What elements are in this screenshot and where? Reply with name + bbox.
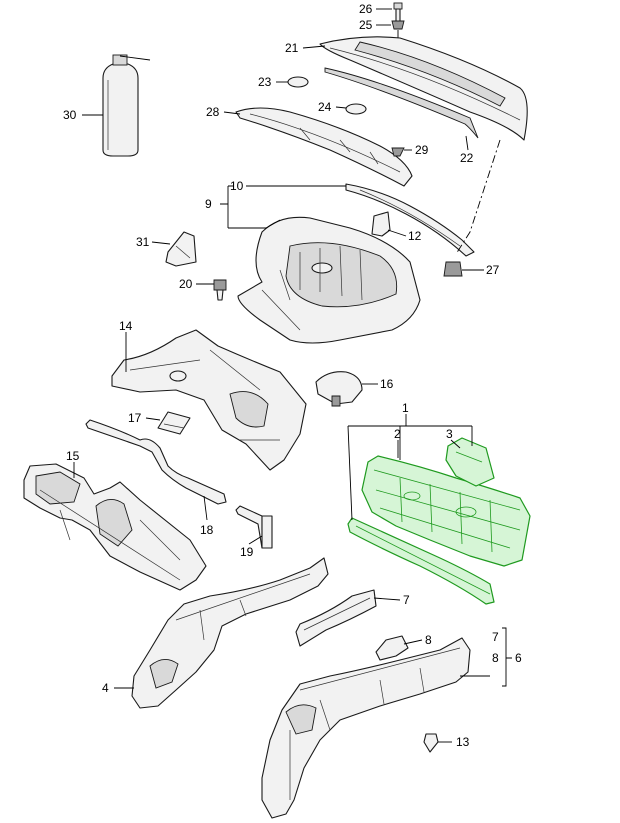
part-10-cross-brace[interactable] [345,183,475,257]
part-20-fastener[interactable] [213,279,227,301]
callout-3: 3 [446,427,453,441]
part-3-bracket [445,437,495,487]
part-1-rear-panel-assembly[interactable] [347,437,531,605]
callout-20: 20 [179,277,193,291]
part-26-bolt[interactable] [393,2,403,22]
callout-8-group6: 8 [492,651,499,665]
part-21-rear-spoiler[interactable] [319,36,528,141]
callout-7-group6: 7 [492,630,499,644]
leader-lines [73,8,512,743]
callout-24: 24 [318,100,332,114]
callout-29: 29 [415,143,429,157]
callout-labels: 26 25 21 30 23 24 28 22 29 10 9 31 12 27… [63,2,522,749]
callout-27: 27 [486,263,500,277]
part-6-side-member-assembly[interactable] [261,637,471,819]
part-7-reinforcement-upper[interactable] [295,589,377,647]
callout-7: 7 [403,593,410,607]
part-31-gusset[interactable] [165,231,197,267]
callout-23: 23 [258,75,272,89]
callout-16: 16 [380,377,394,391]
part-25-clip-nut[interactable] [391,20,405,30]
callout-25: 25 [359,18,373,32]
part-23-grommet[interactable] [287,76,309,88]
callout-10: 10 [230,179,244,193]
part-8-bracket-upper[interactable] [375,635,409,661]
callout-31: 31 [136,235,150,249]
callout-21: 21 [285,41,299,55]
callout-18: 18 [200,523,214,537]
part-13-plug[interactable] [423,733,439,753]
part-24-grommet[interactable] [345,103,367,115]
part-12-bracket[interactable] [371,211,391,237]
callout-14: 14 [119,319,133,333]
part-19-bracket-plate[interactable] [235,505,273,549]
callout-28: 28 [206,105,220,119]
callout-8: 8 [425,633,432,647]
part-22-seal-strip[interactable] [324,67,479,139]
callout-30: 30 [63,108,77,122]
callout-13: 13 [456,735,470,749]
part-4-longitudinal-member[interactable] [131,557,329,709]
callout-6: 6 [515,651,522,665]
callout-17: 17 [128,411,142,425]
part-17-plate[interactable] [157,411,191,435]
callout-4: 4 [102,681,109,695]
part-18-tube[interactable] [85,419,227,505]
part-1-lower-reinforcement [347,517,495,605]
callout-9: 9 [205,197,212,211]
part-16-mount-bracket[interactable] [315,371,363,407]
part-27-nut[interactable] [443,261,463,277]
callout-1: 1 [402,401,409,415]
callout-26: 26 [359,2,373,16]
callout-2: 2 [394,427,401,441]
callout-19: 19 [240,545,254,559]
callout-12: 12 [408,229,422,243]
callout-22: 22 [460,151,474,165]
assembly-line-27 [455,139,501,255]
part-15-rear-side-member[interactable] [23,463,207,591]
part-29-clip[interactable] [391,147,405,157]
callout-15: 15 [66,449,80,463]
part-28-rear-lid-frame[interactable] [235,107,413,187]
part-14-wheelhouse-inner[interactable] [111,329,307,471]
part-9-rear-floor-panel[interactable] [237,216,421,344]
part-30-spray-can[interactable] [102,54,151,157]
